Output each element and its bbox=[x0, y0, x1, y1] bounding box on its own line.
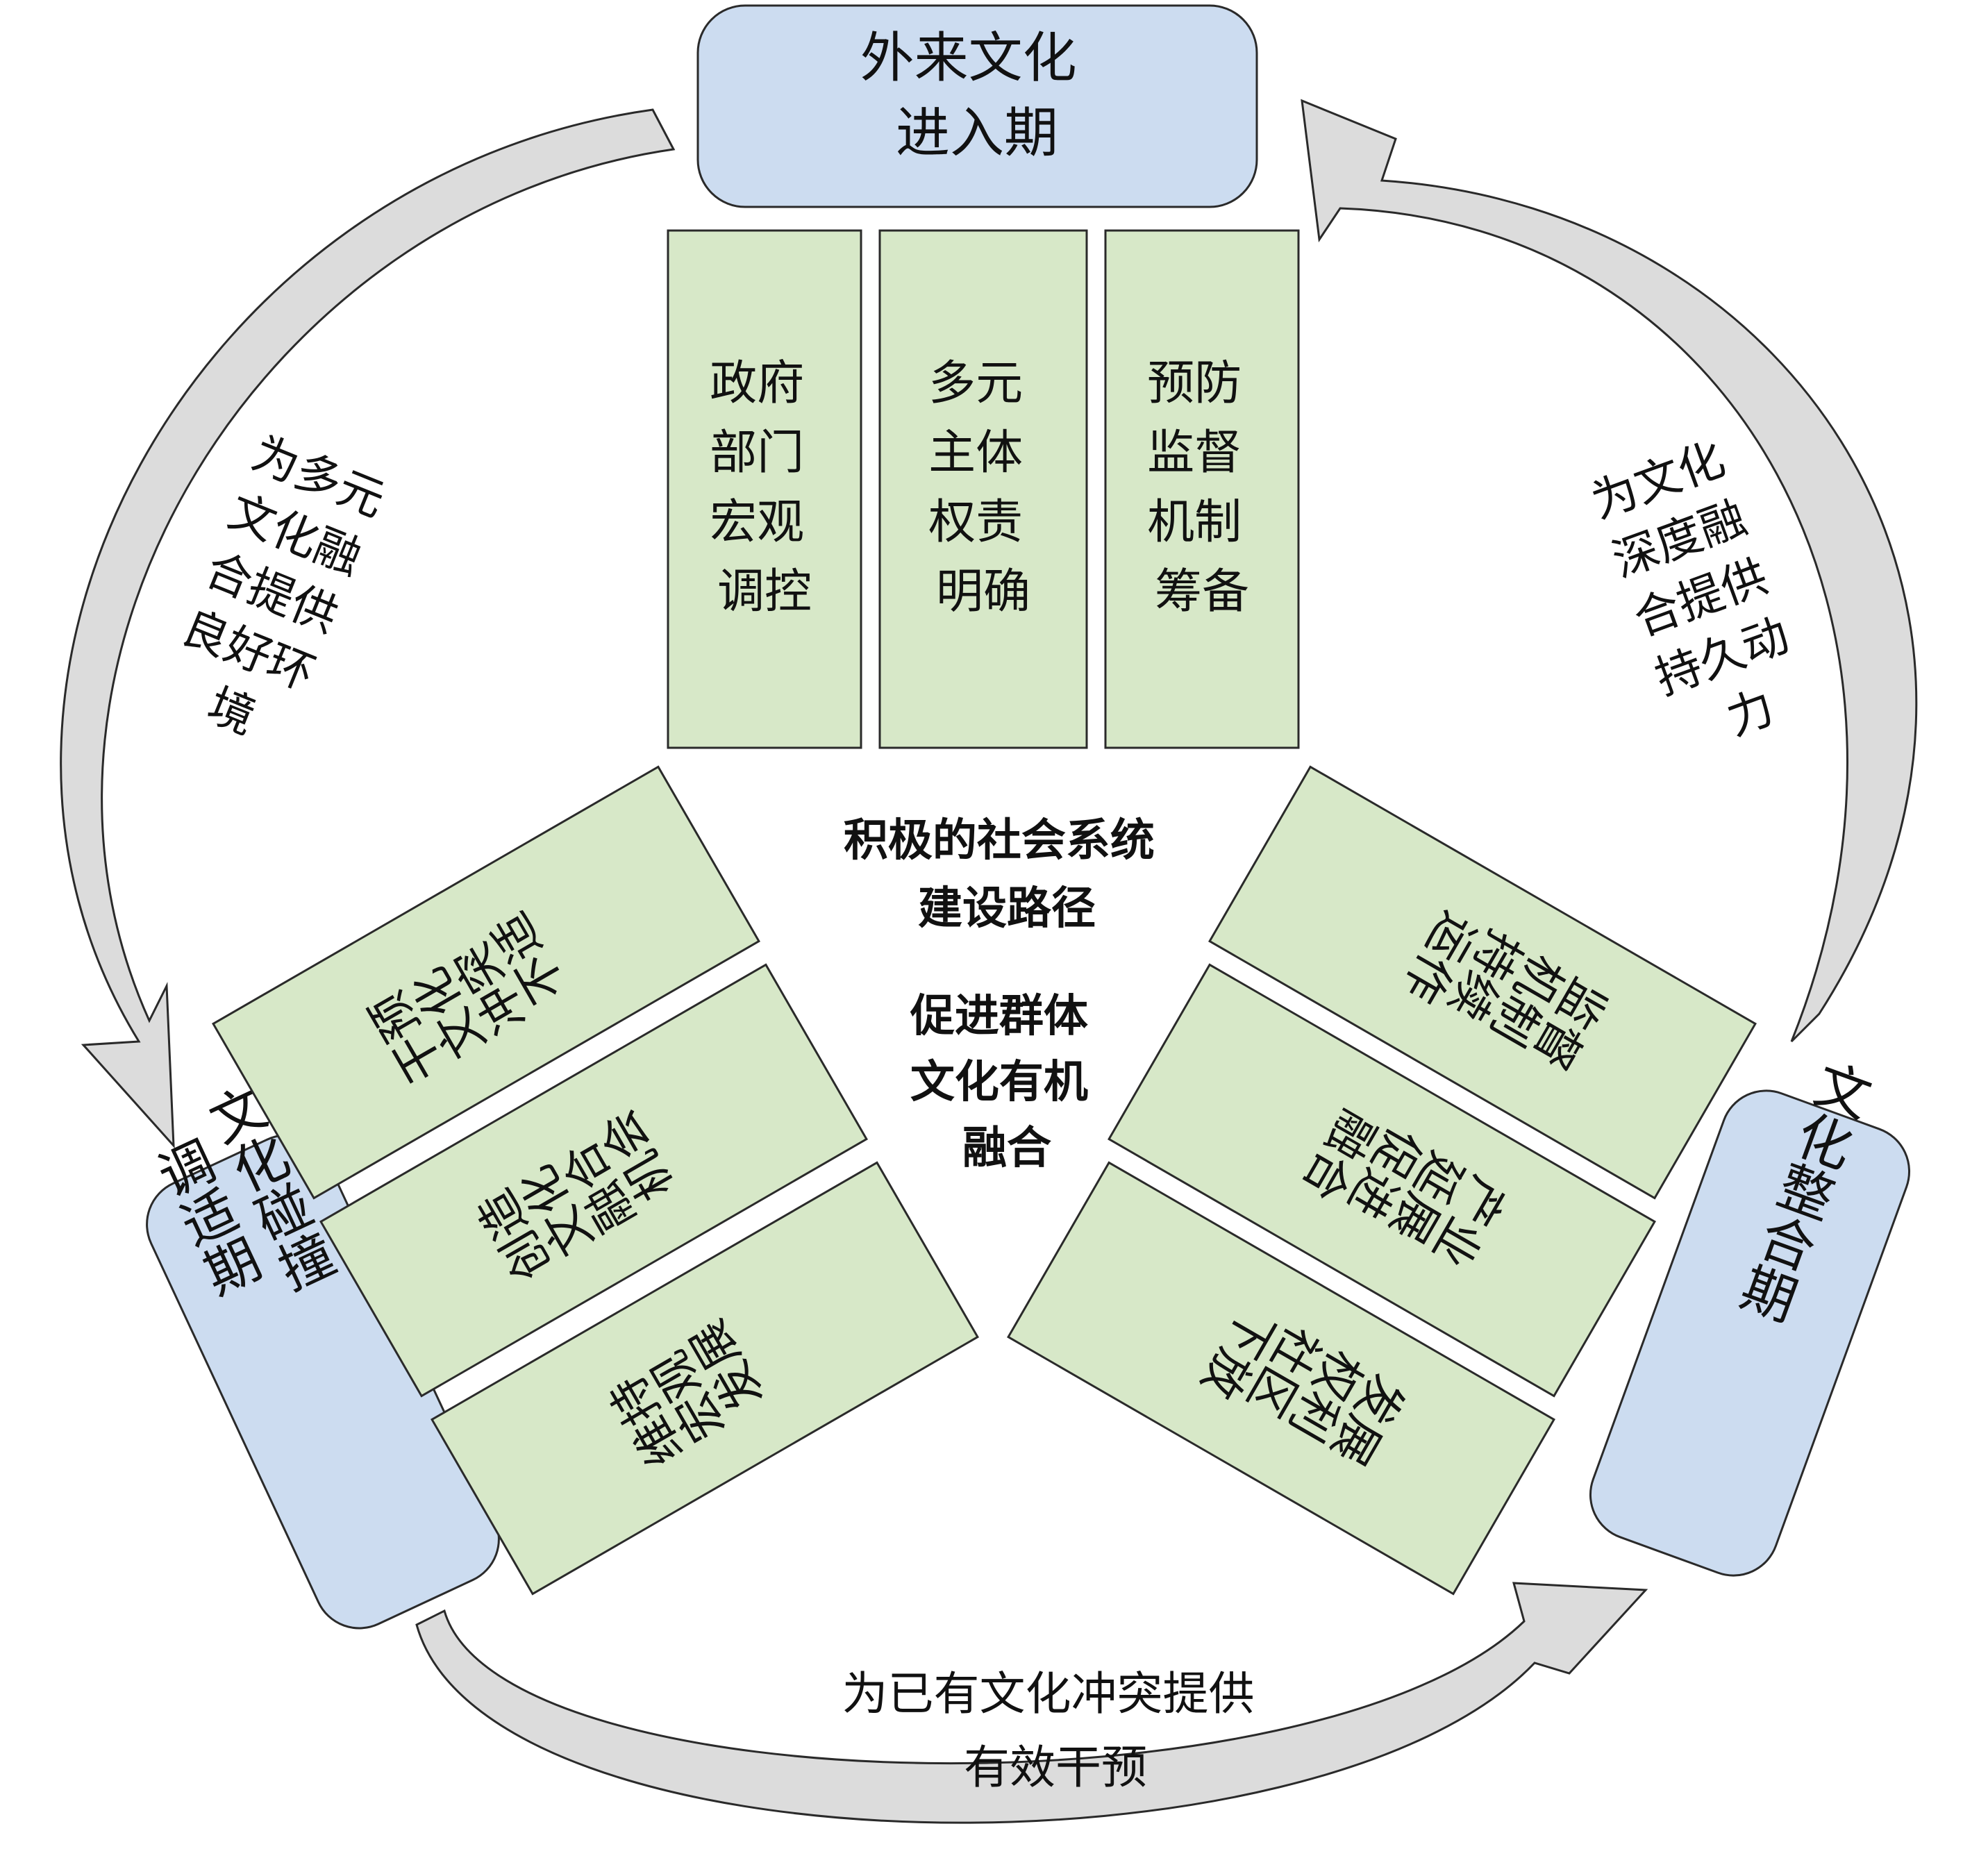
phase-entry: 外来文化 进入期 bbox=[696, 4, 1258, 208]
arc-arrow-left bbox=[60, 108, 676, 1149]
measure-right-1: 监督 机制 持续 运作 bbox=[1208, 765, 1757, 1200]
phase-integration: 文化整合期 bbox=[1589, 1052, 1911, 1577]
arc-label-bottom: 为已有文化冲突提供 有效干预 bbox=[842, 1667, 1269, 1794]
arc-arrow-right bbox=[1301, 99, 1918, 1043]
measure-right-2: 产业 延展 促进 融合 bbox=[1108, 963, 1656, 1398]
svg-text:为文化 深度融 合提供: 为文化 深度融 合提供 持久动 力 bbox=[1585, 427, 1831, 764]
svg-text:为已有文化冲突提供 有效干预: 为已有文化冲突提供 有效干预 bbox=[842, 1667, 1269, 1794]
measure-left-2: 创造 文化 融合 机会 bbox=[319, 963, 868, 1398]
phase-entry-line1: 外来文化 bbox=[860, 27, 1077, 90]
measure-left-3: 维持 宏观 发展 bbox=[431, 1161, 979, 1596]
svg-text:外来文化 进入期: 外来文化 进入期 bbox=[860, 27, 1094, 165]
svg-text:促进群体 文化有机 融合: 促进群体 文化有机 融合 bbox=[910, 991, 1103, 1174]
center-goal: 促进群体 文化有机 融合 bbox=[910, 991, 1103, 1174]
measure-top-1: 政府 部门 宏观 调控 bbox=[667, 229, 862, 749]
measure-right-3: 发展 权利 社区 下放 bbox=[1007, 1161, 1555, 1596]
center-title: 积极的社会系统 建设路径 bbox=[844, 815, 1170, 935]
svg-text:政府 部门 宏观 调控: 政府 部门 宏观 调控 bbox=[710, 356, 819, 619]
svg-text:预防 监督 机制 筹备: 预防 监督 机制 筹备 bbox=[1147, 356, 1257, 619]
svg-text:积极的社会系统 建设路径: 积极的社会系统 建设路径 bbox=[844, 815, 1170, 935]
arc-label-right: 为文化 深度融 合提供 持久动 力 bbox=[1585, 427, 1831, 764]
svg-text:创造 文化 融合 机会: 创造 文化 融合 机会 bbox=[460, 1094, 688, 1289]
phase-entry-line2: 进入期 bbox=[896, 102, 1058, 165]
svg-text:多元 主体 权责 明确: 多元 主体 权责 明确 bbox=[928, 356, 1038, 619]
svg-text:发展 权利 社区 下放: 发展 权利 社区 下放 bbox=[1187, 1292, 1415, 1487]
arc-arrow-bottom bbox=[415, 1582, 1648, 1824]
measure-left-1: 干预 文化 冲突 不适 bbox=[212, 765, 760, 1200]
measure-top-3: 预防 监督 机制 筹备 bbox=[1104, 229, 1300, 749]
measure-top-2: 多元 主体 权责 明确 bbox=[878, 229, 1088, 749]
